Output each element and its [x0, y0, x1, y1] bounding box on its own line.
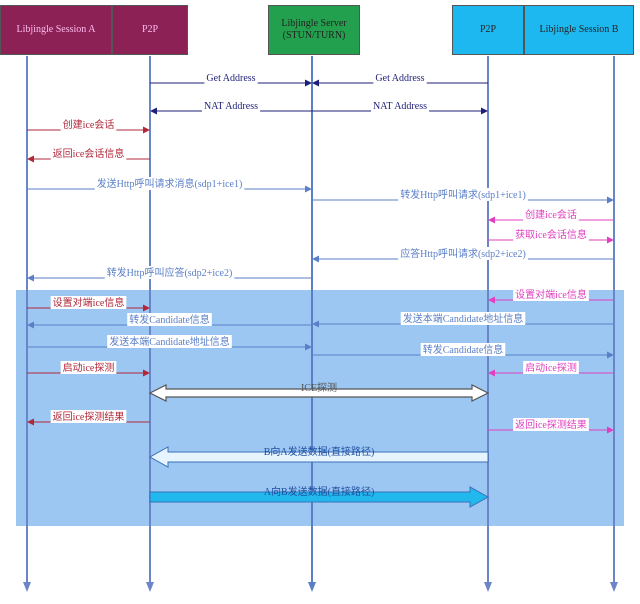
message-label-bg — [513, 418, 589, 431]
message-label-bg — [204, 73, 258, 84]
arrow-head — [607, 236, 614, 244]
arrow-head — [27, 155, 34, 163]
arrow-head — [488, 296, 495, 304]
message-label-bg — [523, 361, 579, 374]
lifeline-end-arrow — [610, 582, 618, 592]
arrow-head — [143, 369, 150, 377]
message-label: Get Address — [375, 73, 424, 84]
message-label-bg — [371, 101, 430, 112]
participant-p2p-b: P2P — [452, 5, 524, 55]
arrow-head — [143, 126, 150, 134]
message-label: NAT Address — [373, 101, 427, 112]
message-label: 返回ice会话信息 — [53, 147, 125, 160]
message-label-bg — [202, 101, 261, 112]
message-label: 转发Candidate信息 — [129, 313, 210, 326]
lifeline-end-arrow — [23, 582, 31, 592]
message-label-bg — [107, 335, 232, 348]
arrow-head — [488, 216, 495, 224]
message-label-bg — [398, 188, 528, 201]
message-label: 发送本端Candidate地址信息 — [109, 335, 230, 348]
arrow-head — [488, 369, 495, 377]
message-label: B向A发送数据(直接路径) — [264, 445, 375, 458]
message-label-bg — [400, 312, 526, 325]
arrow-head — [305, 79, 312, 87]
participant-session-a: Libjingle Session A — [0, 5, 112, 55]
arrow-head — [27, 321, 34, 329]
arrow-head — [607, 426, 614, 434]
participant-server: Libjingle Server (STUN/TURN) — [268, 5, 360, 55]
lifeline-end-arrow — [484, 582, 492, 592]
participant-label: Libjingle Session A — [16, 24, 96, 35]
message-label: 返回ice探测结果 — [515, 418, 587, 431]
lifeline-end-arrow — [308, 582, 316, 592]
message-label: Get Address — [206, 73, 255, 84]
message-label: ICE探测 — [301, 381, 337, 394]
message-label: 创建ice会话 — [525, 208, 577, 221]
message-label: 返回ice探测结果 — [53, 410, 125, 423]
message-label-bg — [50, 410, 127, 423]
arrow-head — [607, 351, 614, 359]
message-label: 启动ice探测 — [63, 361, 115, 374]
message-label: 转发Http呼叫请求(sdp1+ice1) — [400, 188, 526, 201]
participant-label: Libjingle Session B — [539, 24, 619, 35]
arrow-head — [481, 107, 488, 115]
arrow-head — [27, 274, 34, 282]
arrow-head — [312, 320, 319, 328]
lifeline-end-arrow — [146, 582, 154, 592]
message-label: 发送Http呼叫请求消息(sdp1+ice1) — [97, 177, 243, 190]
arrow-head — [305, 343, 312, 351]
message-label-bg — [60, 118, 117, 131]
arrow-head — [305, 185, 312, 193]
participant-label: Libjingle Server (STUN/TURN) — [281, 18, 347, 41]
message-label: 发送本端Candidate地址信息 — [403, 312, 524, 325]
message-label-bg — [50, 296, 127, 309]
message-label: 设置对端ice信息 — [53, 296, 125, 309]
message-label-bg — [513, 288, 589, 301]
arrow-head — [312, 255, 319, 263]
message-label: 设置对端ice信息 — [515, 288, 587, 301]
message-label: 转发Candidate信息 — [423, 343, 504, 356]
participant-session-b: Libjingle Session B — [524, 5, 634, 55]
data-flow-arrow — [148, 446, 489, 468]
message-label-bg — [420, 343, 506, 356]
arrow-head — [27, 418, 34, 426]
arrow-head — [312, 79, 319, 87]
message-label-bg — [398, 247, 528, 260]
message-label: 应答Http呼叫请求(sdp2+ice2) — [400, 247, 526, 260]
data-flow-arrow — [149, 486, 490, 508]
message-label-bg — [523, 208, 579, 221]
arrow-head — [607, 196, 614, 204]
message-label-bg — [513, 228, 589, 241]
message-label-bg — [373, 73, 427, 84]
message-label: NAT Address — [204, 101, 258, 112]
participant-label: P2P — [479, 24, 497, 35]
message-label: A向B发送数据(直接路径) — [264, 485, 375, 498]
message-label-bg — [94, 177, 245, 190]
arrow-head — [150, 107, 157, 115]
message-label: 获取ice会话信息 — [515, 228, 587, 241]
message-label: 创建ice会话 — [63, 118, 115, 131]
message-label: 启动ice探测 — [525, 361, 577, 374]
participant-p2p-a: P2P — [112, 5, 188, 55]
message-label-bg — [104, 266, 235, 279]
message-label: 转发Http呼叫应答(sdp2+ice2) — [107, 266, 233, 279]
highlight-band — [16, 290, 624, 526]
message-label-bg — [127, 313, 212, 326]
ice-probe-arrow — [148, 384, 490, 402]
arrow-head — [143, 304, 150, 312]
message-label-bg — [60, 361, 117, 374]
participant-label: P2P — [141, 24, 159, 35]
message-label-bg — [50, 147, 127, 160]
